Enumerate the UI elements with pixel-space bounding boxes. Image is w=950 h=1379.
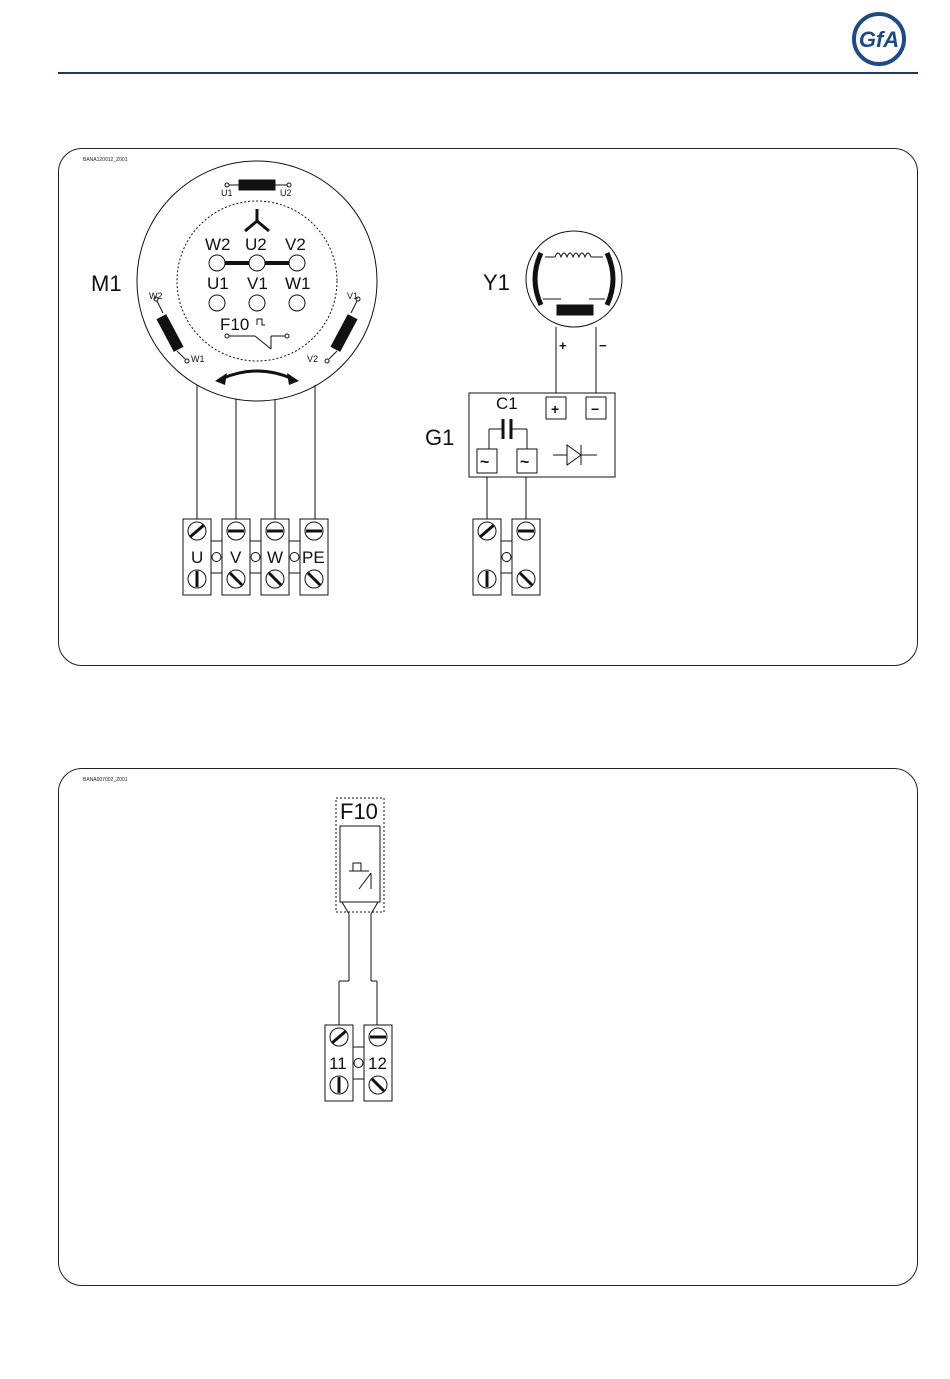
drawing-code: BANA120012_Z001: [83, 157, 127, 163]
svg-text:V2: V2: [285, 235, 306, 254]
thermal-switch-wiring-panel: BANA007002_Z001: [58, 768, 918, 1286]
gfa-logo: GfA: [852, 12, 906, 66]
terminal-u2: [249, 255, 265, 271]
svg-text:−: −: [599, 338, 607, 353]
svg-text:C1: C1: [496, 394, 518, 413]
svg-text:+: +: [551, 401, 559, 417]
svg-text:V: V: [230, 548, 242, 567]
svg-text:W2: W2: [149, 291, 163, 301]
svg-text:12: 12: [368, 1054, 387, 1073]
svg-text:U2: U2: [245, 235, 267, 254]
svg-text:W1: W1: [191, 354, 205, 364]
svg-text:−: −: [591, 401, 599, 417]
thermal-switch-diagram: F10 11 12: [59, 769, 918, 1286]
svg-text:F10: F10: [220, 315, 249, 334]
thermal-label: F10: [340, 799, 378, 824]
brake-coil: [555, 253, 591, 257]
svg-text:~: ~: [480, 454, 489, 471]
svg-text:PE: PE: [302, 548, 325, 567]
winding-u: [239, 180, 275, 190]
svg-text:V2: V2: [307, 354, 318, 364]
header-rule: [58, 72, 918, 74]
svg-text:W2: W2: [205, 235, 231, 254]
logo-text: GfA: [859, 27, 899, 52]
brake-label: Y1: [483, 270, 510, 295]
svg-text:~: ~: [520, 454, 529, 471]
rotation-arrow: [221, 371, 293, 379]
terminal-u1: [209, 295, 225, 311]
svg-text:V1: V1: [247, 274, 268, 293]
terminal-v1: [249, 295, 265, 311]
svg-text:U2: U2: [280, 188, 292, 198]
svg-text:W: W: [267, 548, 283, 567]
svg-text:U1: U1: [207, 274, 229, 293]
motor-brake-wiring-panel: BANA120012_Z001: [58, 148, 918, 666]
terminal-w2: [209, 255, 225, 271]
terminal-v2: [289, 255, 305, 271]
svg-text:U: U: [191, 548, 203, 567]
drawing-code: BANA007002_Z001: [83, 777, 127, 783]
motor-label: M1: [91, 271, 122, 296]
terminal-w1: [289, 295, 305, 311]
winding-w: [157, 315, 183, 351]
svg-text:+: +: [559, 338, 567, 353]
svg-text:11: 11: [329, 1054, 347, 1073]
brake-terminal-strip: [473, 519, 540, 595]
rectifier-label: G1: [425, 425, 454, 450]
winding-v: [331, 315, 357, 351]
brake-armature: [557, 305, 593, 315]
motor-brake-diagram: M1 U1 U2 W2 W1 V1 V2 W2 U2 V2 U1 V1 W1 F…: [59, 149, 918, 666]
svg-text:U1: U1: [221, 188, 233, 198]
svg-text:W1: W1: [285, 274, 311, 293]
svg-text:V1: V1: [347, 291, 358, 301]
